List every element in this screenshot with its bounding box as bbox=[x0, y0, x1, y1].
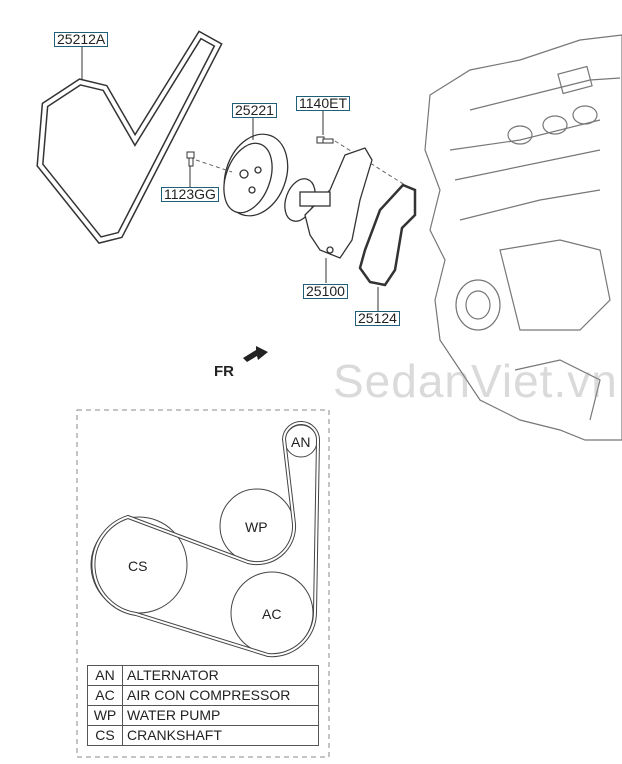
pulley-illustration bbox=[223, 133, 289, 217]
belt-routing-diagram bbox=[90, 421, 321, 658]
routing-belt bbox=[91, 421, 321, 658]
part-label-pulley[interactable]: 25221 bbox=[232, 103, 277, 118]
engine-block-illustration bbox=[424, 34, 622, 441]
watermark: SedanViet.vn bbox=[333, 355, 618, 407]
part-label-pump-bolt[interactable]: 1140ET bbox=[296, 96, 350, 111]
legend-code: AN bbox=[87, 665, 123, 686]
legend-name: AIR CON COMPRESSOR bbox=[122, 685, 319, 706]
front-direction-arrow-icon bbox=[243, 346, 268, 362]
legend-name: WATER PUMP bbox=[122, 705, 319, 726]
water-pump-illustration bbox=[284, 147, 373, 259]
gasket-illustration bbox=[358, 183, 417, 287]
front-direction-label: FR bbox=[214, 363, 234, 380]
pulley-label-cs: CS bbox=[128, 558, 148, 574]
legend-code: AC bbox=[87, 685, 123, 706]
part-label-belt[interactable]: 25212A bbox=[54, 32, 109, 47]
part-label-gasket[interactable]: 25124 bbox=[355, 311, 400, 326]
part-label-water-pump[interactable]: 25100 bbox=[303, 284, 348, 299]
legend-name: CRANKSHAFT bbox=[122, 725, 319, 746]
legend-name: ALTERNATOR bbox=[122, 665, 319, 686]
belt-routing-frame bbox=[76, 409, 330, 758]
bolt-illustration bbox=[186, 136, 334, 167]
pulley-label-an: AN bbox=[291, 434, 311, 450]
legend-code: CS bbox=[87, 725, 123, 746]
pulley-label-wp: WP bbox=[245, 519, 268, 535]
drive-belt-illustration bbox=[36, 30, 223, 244]
legend-code: WP bbox=[87, 705, 123, 726]
pulley-label-ac: AC bbox=[262, 606, 282, 622]
part-label-pulley-bolt[interactable]: 1123GG bbox=[161, 187, 219, 202]
